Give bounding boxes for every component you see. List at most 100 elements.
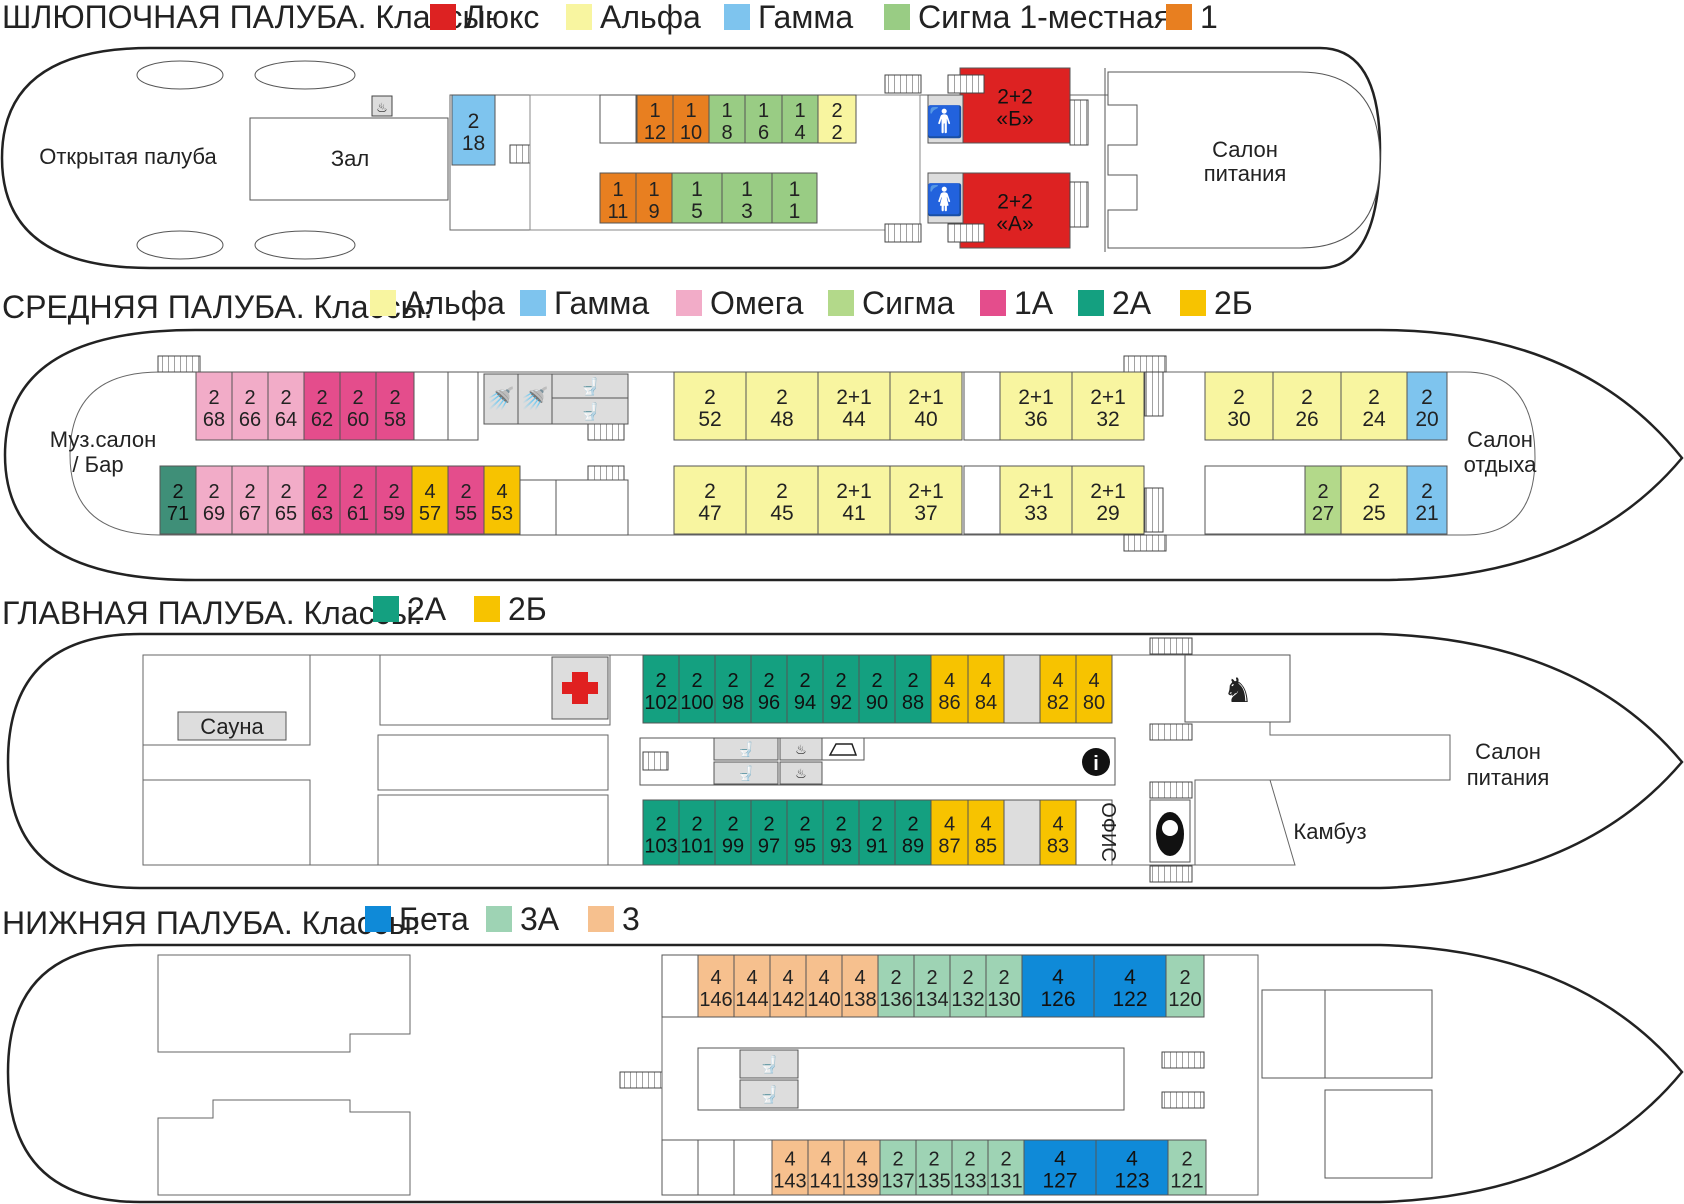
cabin-32[interactable]	[1071, 371, 1145, 441]
cabin-102[interactable]	[642, 654, 680, 724]
cabin-number: 134	[915, 989, 948, 1011]
cabin-144[interactable]	[733, 954, 771, 1018]
cabin-number: 140	[807, 989, 840, 1011]
cabin-20[interactable]	[1406, 371, 1448, 441]
cabin-48[interactable]	[745, 371, 819, 441]
cabin-83[interactable]	[1039, 799, 1077, 866]
cabin-99[interactable]	[714, 799, 752, 866]
cabin-number: 144	[735, 989, 768, 1011]
cabin-88[interactable]	[894, 654, 932, 724]
cabin-6[interactable]	[744, 94, 783, 144]
cabin-134[interactable]	[913, 954, 951, 1018]
cabin-71[interactable]	[159, 465, 197, 535]
cabin-beds: 2	[389, 387, 400, 409]
cabin-10[interactable]	[672, 94, 710, 144]
cabin-26[interactable]	[1272, 371, 1342, 441]
cabin-59[interactable]	[375, 465, 413, 535]
cabin-87[interactable]	[930, 799, 969, 866]
cabin-96[interactable]	[750, 654, 788, 724]
svg-text:♨: ♨	[795, 766, 807, 781]
svg-text:🚽: 🚽	[580, 377, 600, 396]
room-block	[377, 734, 609, 791]
cabin-47[interactable]	[673, 465, 747, 535]
cabin-55[interactable]	[447, 465, 485, 535]
cabin-25[interactable]	[1340, 465, 1408, 535]
cabin-100[interactable]	[678, 654, 716, 724]
cabin-84[interactable]	[967, 654, 1005, 724]
cabin-41[interactable]	[817, 465, 891, 535]
area-label: Салон	[1475, 739, 1541, 764]
cabin-94[interactable]	[786, 654, 824, 724]
cabin-101[interactable]	[678, 799, 716, 866]
cabin-132[interactable]	[949, 954, 987, 1018]
cabin-136[interactable]	[877, 954, 915, 1018]
cabin-85[interactable]	[967, 799, 1005, 866]
cabin-63[interactable]	[303, 465, 341, 535]
svg-text:🚽: 🚽	[737, 741, 754, 758]
cabin-3[interactable]	[721, 172, 773, 224]
cabin-number: 86	[938, 692, 960, 714]
cabin-5[interactable]	[671, 172, 723, 224]
cabin-86[interactable]	[930, 654, 969, 724]
cabin-44[interactable]	[817, 371, 891, 441]
cabin-61[interactable]	[339, 465, 377, 535]
cabin-143[interactable]	[771, 1139, 809, 1196]
cabin-number: 65	[275, 503, 297, 525]
cabin-135[interactable]	[915, 1139, 953, 1196]
cabin-21[interactable]	[1406, 465, 1448, 535]
cabin-67[interactable]	[231, 465, 269, 535]
cabin-45[interactable]	[745, 465, 819, 535]
cabin-131[interactable]	[987, 1139, 1025, 1196]
cabin-58[interactable]	[375, 371, 415, 441]
legend-label: Альфа	[600, 0, 701, 35]
cabin-9[interactable]	[635, 172, 673, 224]
cabin-18[interactable]	[451, 94, 496, 166]
cabin-82[interactable]	[1039, 654, 1077, 724]
cabin-121[interactable]	[1167, 1139, 1207, 1196]
cabin-103[interactable]	[642, 799, 680, 866]
cabin-62[interactable]	[303, 371, 341, 441]
cabin-37[interactable]	[889, 465, 963, 535]
cabin-30[interactable]	[1204, 371, 1274, 441]
cabin-91[interactable]	[858, 799, 896, 866]
cabin-69[interactable]	[195, 465, 233, 535]
cabin-127[interactable]	[1023, 1139, 1097, 1196]
cabin-64[interactable]	[267, 371, 305, 441]
cabin-68[interactable]	[195, 371, 233, 441]
cabin-122[interactable]	[1093, 954, 1167, 1018]
cabin-66[interactable]	[231, 371, 269, 441]
cabin-27[interactable]	[1304, 465, 1342, 535]
cabin-4[interactable]	[781, 94, 819, 144]
cabin-number: 101	[680, 836, 713, 858]
cabin-98[interactable]	[714, 654, 752, 724]
cabin-2[interactable]	[817, 94, 857, 144]
cabin-number: 8	[721, 122, 732, 144]
cabin-40[interactable]	[889, 371, 963, 441]
cabin-137[interactable]	[879, 1139, 917, 1196]
cabin-80[interactable]	[1075, 654, 1113, 724]
cabin-140[interactable]	[805, 954, 843, 1018]
cabin-53[interactable]	[483, 465, 521, 535]
cabin-123[interactable]	[1095, 1139, 1169, 1196]
cabin-beds: 2	[172, 481, 183, 503]
cabin-1[interactable]	[771, 172, 818, 224]
stairs-icon	[1149, 865, 1193, 883]
cabin-126[interactable]	[1021, 954, 1095, 1018]
cabin-beds: 2	[1368, 480, 1380, 503]
cabin-138[interactable]	[841, 954, 879, 1018]
area-label: / Бар	[72, 452, 123, 477]
cabin-65[interactable]	[267, 465, 305, 535]
rocking-horse-icon: ♞	[1223, 672, 1253, 710]
cabin-139[interactable]	[843, 1139, 881, 1196]
cabin-11[interactable]	[599, 172, 637, 224]
cabin-29[interactable]	[1071, 465, 1145, 535]
cabin-60[interactable]	[339, 371, 377, 441]
cabin-133[interactable]	[951, 1139, 989, 1196]
cabin-93[interactable]	[822, 799, 860, 866]
cabin-33[interactable]	[999, 465, 1073, 535]
blank-room	[1003, 799, 1041, 866]
cabin-120[interactable]	[1165, 954, 1205, 1018]
cabin-146[interactable]	[697, 954, 735, 1018]
cabin-52[interactable]	[673, 371, 747, 441]
cabin-8[interactable]	[708, 94, 746, 144]
